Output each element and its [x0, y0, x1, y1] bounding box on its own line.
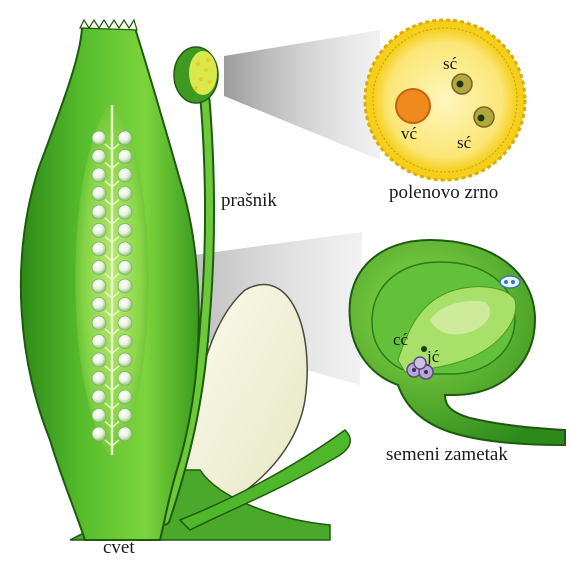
ovule-bead	[92, 150, 106, 164]
ovule-bead	[118, 168, 132, 182]
stigma	[80, 20, 137, 30]
ovule-bead	[92, 372, 106, 386]
pollen-callout-beam	[224, 30, 380, 160]
sperm-cell-bottom-label: sć	[457, 133, 471, 153]
ovule-bead	[92, 131, 106, 145]
ovule-bead	[92, 390, 106, 404]
ovule-bead	[118, 335, 132, 349]
ovule-bead	[92, 298, 106, 312]
ovule-bead	[118, 187, 132, 201]
ovule-bead	[118, 372, 132, 386]
ovule-label: semeni zametak	[386, 444, 508, 466]
ovule-bead	[118, 242, 132, 256]
ovule-bead	[92, 187, 106, 201]
stamen-label: prašnik	[221, 190, 277, 212]
ovule-bead	[118, 409, 132, 423]
ovule-bead	[118, 316, 132, 330]
ovule-bead	[118, 279, 132, 293]
ovule-bead	[118, 261, 132, 275]
ovule-bead	[118, 353, 132, 367]
ovule-bead	[118, 205, 132, 219]
ovule-bead	[92, 335, 106, 349]
flower-label: cvet	[103, 537, 135, 559]
pollen-grain-label: polenovo zrno	[389, 182, 498, 204]
ovule-bead	[92, 279, 106, 293]
ovule-bead	[92, 427, 106, 441]
sperm-cell-top-label: sć	[443, 54, 457, 74]
ovule-bead	[92, 316, 106, 330]
ovule-bead	[92, 353, 106, 367]
ovule-bead	[118, 224, 132, 238]
anther	[174, 47, 218, 103]
egg-cell-label: jć	[427, 347, 439, 367]
antipodal-cells	[500, 276, 520, 288]
ovule-bead	[92, 242, 106, 256]
vegetative-cell-label: vć	[401, 124, 417, 144]
ovule-bead	[118, 427, 132, 441]
ovule-bead	[118, 298, 132, 312]
ovule-bead	[92, 168, 106, 182]
ovule-bead	[92, 261, 106, 275]
ovule-zoom	[350, 240, 565, 445]
ovule-bead	[92, 224, 106, 238]
ovule-bead	[118, 390, 132, 404]
ovule-bead	[92, 205, 106, 219]
ovule-bead	[118, 131, 132, 145]
vegetative-nucleus	[396, 89, 430, 123]
pollen-grain	[365, 20, 525, 180]
ovule-bead	[92, 409, 106, 423]
central-cell-label: cć	[393, 330, 408, 350]
ovule-bead	[118, 150, 132, 164]
